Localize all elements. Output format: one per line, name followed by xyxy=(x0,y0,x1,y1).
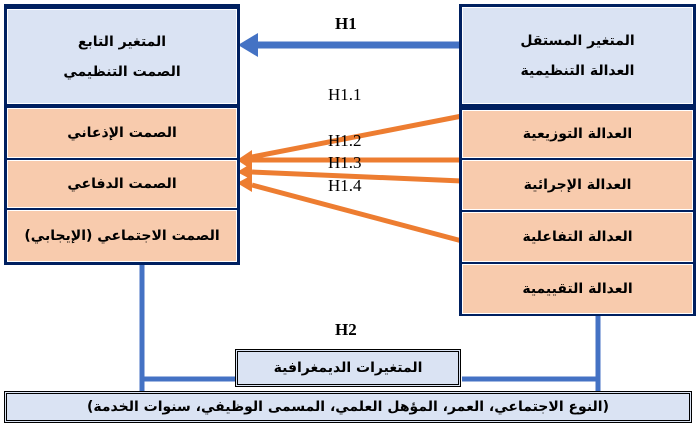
independent-dim: العدالة التفاعلية xyxy=(462,212,693,262)
h1-arrowhead xyxy=(238,33,258,57)
dependent-title: المتغير التابع xyxy=(77,33,167,50)
dependent-dim: الصمت الإذعاني xyxy=(7,108,237,158)
arrowhead xyxy=(237,163,252,180)
h1-3-arrow xyxy=(251,169,463,184)
h1-1-arrow xyxy=(251,113,463,160)
independent-dim: العدالة التوزيعية xyxy=(462,110,693,158)
h1-4-label: H1.4 xyxy=(328,176,362,195)
independent-dim: العدالة التقييمية xyxy=(462,264,693,314)
h2-label: H2 xyxy=(335,320,357,339)
dependent-header: المتغير التابع الصمت التنظيمي xyxy=(7,9,237,104)
h1-1-label: H1.1 xyxy=(328,85,362,104)
independent-variable-box: المتغير المستقل العدالة التنظيمية العدال… xyxy=(459,4,696,316)
demographics-box: المتغيرات الديمغرافية xyxy=(235,349,461,387)
h1-3-label: H1.3 xyxy=(328,153,362,172)
dependent-dim: الصمت الاجتماعي (الإيجابي) xyxy=(7,210,237,262)
h1-2-label: H1.2 xyxy=(328,131,362,150)
h1-label: H1 xyxy=(335,14,357,33)
dependent-dim: الصمت الدفاعي xyxy=(7,160,237,208)
independent-header: المتغير المستقل العدالة التنظيمية xyxy=(462,7,693,104)
independent-name: العدالة التنظيمية xyxy=(520,62,635,79)
arrowhead xyxy=(237,150,252,170)
dependent-variable-box: المتغير التابع الصمت التنظيمي الصمت الإذ… xyxy=(4,4,240,265)
independent-title: المتغير المستقل xyxy=(520,32,635,49)
h1-4-arrow xyxy=(251,182,463,244)
independent-dim: العدالة الإجرائية xyxy=(462,160,693,210)
demographics-list: (النوع الاجتماعي، العمر، المؤهل العلمي، … xyxy=(4,391,692,423)
dependent-name: الصمت التنظيمي xyxy=(63,63,181,80)
arrowhead xyxy=(237,175,252,192)
